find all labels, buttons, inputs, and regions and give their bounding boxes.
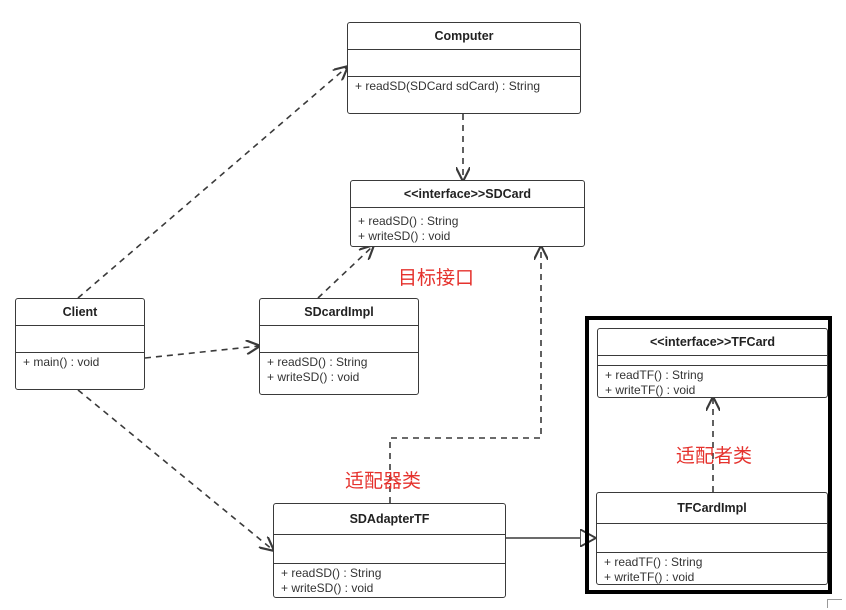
class-attributes [597,524,827,553]
operation: + writeSD() : void [358,229,451,243]
resize-corner-icon [827,599,842,608]
note-target-interface: 目标接口 [398,267,475,289]
class-name: Client [16,299,144,326]
operation: + writeTF() : void [605,383,696,397]
class-attributes [260,326,418,353]
class-name: <<interface>>SDCard [351,181,584,208]
class-sdcard[interactable]: <<interface>>SDCard + readSD() : String … [350,180,585,247]
class-client[interactable]: Client + main() : void [15,298,145,390]
class-operations: + readSD() : String + writeSD() : void [351,208,584,244]
realization-sdcardimpl-sdcard [317,246,373,299]
operation: + readTF() : String [605,368,704,382]
class-sdadaptertf[interactable]: SDAdapterTF + readSD() : String + writeS… [273,503,506,598]
class-attributes [348,50,580,77]
note-adaptee-class: 适配者类 [676,445,753,467]
realization-sdadaptertf-sdcard [389,247,541,503]
class-tfcardimpl[interactable]: TFCardImpl + readTF() : String + writeTF… [596,492,828,585]
highlight-frame [585,316,832,594]
operation: + writeSD() : void [281,581,374,595]
operation: + readSD(SDCard sdCard) : String [355,79,541,93]
operation: + readSD() : String [281,566,382,580]
operation: + writeSD() : void [267,370,360,384]
class-operations: + readTF() : String + writeTF() : void [597,553,827,585]
class-attributes [598,356,827,366]
dependency-client-sdcardimpl [144,346,259,359]
class-operations: + readSD() : String + writeSD() : void [260,353,418,385]
class-operations: + readSD(SDCard sdCard) : String [348,77,580,94]
operation: + main() : void [23,355,100,369]
class-name: TFCardImpl [597,493,827,524]
class-computer[interactable]: Computer + readSD(SDCard sdCard) : Strin… [347,22,581,114]
class-attributes [274,535,505,564]
class-operations: + readSD() : String + writeSD() : void [274,564,505,596]
class-name: SDAdapterTF [274,504,505,535]
class-name: SDcardImpl [260,299,418,326]
operation: + writeTF() : void [604,570,695,584]
operation: + readTF() : String [604,555,703,569]
class-name: <<interface>>TFCard [598,329,827,356]
class-name: Computer [348,23,580,50]
operation: + readSD() : String [358,214,459,228]
class-sdcardimpl[interactable]: SDcardImpl + readSD() : String + writeSD… [259,298,419,395]
class-tfcard[interactable]: <<interface>>TFCard + readTF() : String … [597,328,828,398]
class-operations: + readTF() : String + writeTF() : void [598,366,827,398]
operation: + readSD() : String [267,355,368,369]
note-adapter-class: 适配器类 [345,470,422,492]
dependency-client-computer [77,67,347,299]
dependency-client-sdadaptertf [77,389,273,550]
class-attributes [16,326,144,353]
class-operations: + main() : void [16,353,144,370]
